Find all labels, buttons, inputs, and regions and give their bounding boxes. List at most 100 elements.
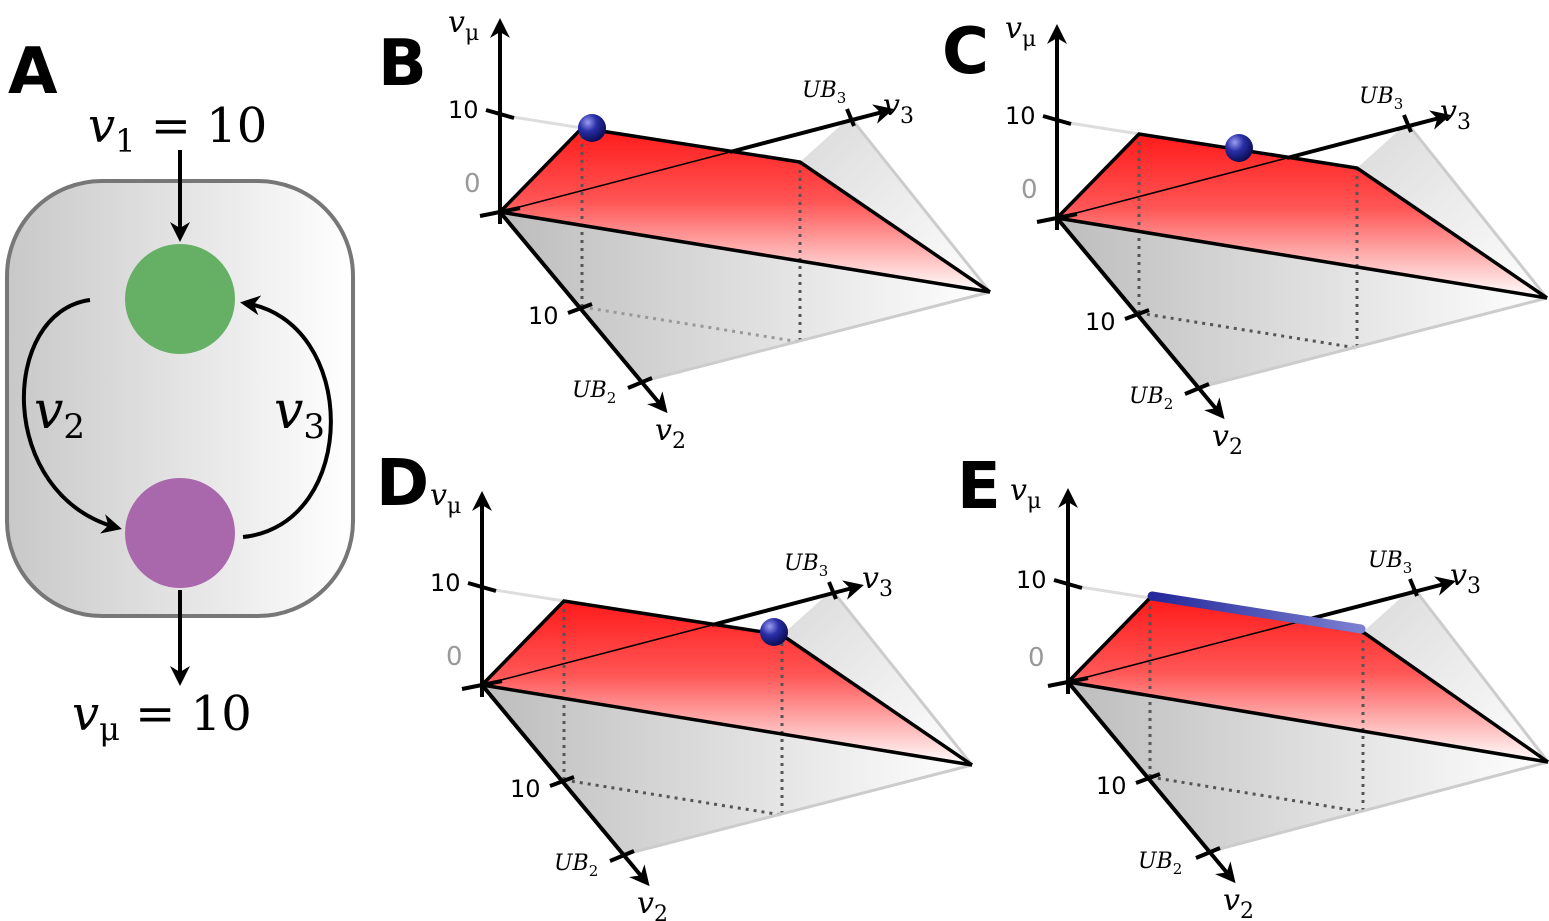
- panel-d: D vμ v2 v3 10 0 10: [376, 447, 974, 921]
- bottom-face: [500, 212, 990, 382]
- polytope-c: vμ v2 v3 10 0 10 UB2 UB3: [1005, 11, 1549, 460]
- vmu-axis-label: vμ: [448, 5, 479, 46]
- v2-tick-ub2: [627, 376, 653, 390]
- v3-axis: [1286, 110, 1451, 160]
- v2-axis: [480, 683, 650, 887]
- edge-ub2: [639, 290, 991, 384]
- vmu-tick-10: [1053, 578, 1083, 590]
- output-flux-label: vμ = 10: [72, 686, 252, 748]
- v2-tick-ub2: [1195, 846, 1221, 860]
- v3-axis-label: v3: [883, 88, 914, 129]
- vmu-tick-10: [485, 108, 515, 120]
- v2-tick-10-label: 10: [1096, 772, 1127, 800]
- v3-axis: [729, 104, 894, 154]
- vmu-axis-label: vμ: [430, 478, 461, 519]
- vmu-axis-label: vμ: [1005, 11, 1036, 52]
- v2-axis-label: v2: [1212, 419, 1243, 460]
- vmu-tick-10-label: 10: [430, 569, 461, 597]
- v3-axis-inner: [499, 151, 731, 213]
- edge-ub2: [1207, 760, 1549, 854]
- v2-axis: [498, 210, 668, 414]
- optimum-point: [760, 618, 788, 646]
- panel-label-a: A: [8, 35, 58, 109]
- flux-v2-label: v2: [34, 381, 85, 447]
- v3-axis: [1297, 576, 1456, 624]
- face-edge: [480, 599, 973, 767]
- v3-axis-inner: [1056, 157, 1288, 219]
- optimal-face: [482, 601, 972, 765]
- edge-ub3: [848, 116, 992, 293]
- panel-label-c: C: [942, 15, 989, 89]
- flux-v2-arrow: [21, 298, 122, 534]
- flux-v3-label: v3: [274, 381, 325, 447]
- metabolite-node-top: [125, 244, 235, 354]
- v3-axis-label: v3: [1450, 558, 1481, 599]
- back-face: [1357, 123, 1547, 298]
- v2-axis-label: v2: [637, 886, 668, 921]
- v3-tick-ub3: [827, 581, 838, 600]
- ub2-label: UB2: [554, 851, 598, 880]
- panel-c: C vμ v2 v3 10 0 10: [942, 11, 1549, 460]
- polytope-e: vμ v2 v3 10 0 10 UB2 UB3: [1010, 473, 1549, 921]
- panel-label-b: B: [378, 27, 427, 101]
- optimal-face: [500, 128, 990, 292]
- ub2-label: UB2: [1138, 849, 1182, 878]
- face-diagonal: [499, 210, 991, 294]
- polytope-b: vμ v2 v3 10 0 10 UB2 UB3: [448, 5, 992, 454]
- ub3-label: UB3: [1359, 84, 1403, 113]
- v2-axis-label: v2: [655, 413, 686, 454]
- v2-tick-ub2: [609, 849, 635, 863]
- panel-label-e: E: [957, 450, 1001, 524]
- bottom-face: [482, 685, 972, 855]
- v3-axis-inner: [1067, 621, 1299, 683]
- vmu-tick-10-label: 10: [1016, 566, 1047, 594]
- bottom-face: [1068, 682, 1548, 852]
- bottom-face: [1057, 218, 1547, 388]
- metabolite-node-bottom: [125, 478, 235, 588]
- input-flux-label: v1 = 10: [88, 98, 267, 160]
- ub2-label: UB2: [1129, 384, 1173, 413]
- back-face: [1363, 587, 1548, 762]
- face-diagonal: [1067, 680, 1549, 764]
- vmu-tick-10-label: 10: [448, 96, 479, 124]
- v2-axis-label: v2: [1223, 883, 1254, 921]
- face-edge: [498, 126, 991, 294]
- vmu-tick-10-label: 10: [1005, 102, 1036, 130]
- ub3-label: UB3: [1368, 548, 1412, 577]
- ub3-label: UB3: [802, 78, 846, 107]
- v3-tick-ub3: [1408, 578, 1419, 597]
- v2-axis: [1055, 216, 1225, 420]
- v2-tick-10-label: 10: [528, 302, 559, 330]
- v3-axis-label: v3: [1440, 94, 1471, 135]
- optimum-point: [578, 114, 606, 142]
- vmu-tick-10: [1042, 114, 1072, 126]
- edge-ub3: [830, 589, 974, 766]
- back-face: [800, 117, 990, 292]
- face-diagonal: [1056, 216, 1548, 300]
- panel-label-d: D: [376, 447, 429, 521]
- v2-tick-10-label: 10: [510, 775, 541, 803]
- optimal-face: [1068, 598, 1548, 762]
- v2-tick-10: [567, 302, 593, 315]
- polytope-d: vμ v2 v3 10 0 10 UB2 UB3: [430, 478, 974, 921]
- edge-ub2: [621, 763, 973, 857]
- v2-axis: [1066, 680, 1236, 884]
- v2-tick-ub2: [1184, 382, 1210, 396]
- panel-a: A v1 = 10 v2 v3 vμ = 10: [5, 35, 355, 748]
- origin-label: 0: [1028, 643, 1045, 673]
- vmu-axis-label: vμ: [1010, 473, 1041, 514]
- v3-tick-ub3: [1402, 114, 1413, 133]
- vmu-tick-10: [467, 581, 497, 593]
- face-diagonal: [481, 683, 973, 767]
- v3-axis-label: v3: [862, 561, 893, 602]
- edge-ub2: [1196, 296, 1548, 390]
- edge-ub3: [1411, 586, 1549, 763]
- origin-label: 0: [1021, 175, 1038, 205]
- back-face: [782, 590, 972, 765]
- panel-b: B: [378, 5, 992, 454]
- origin-label: 0: [464, 169, 481, 199]
- v3-axis-inner: [481, 624, 713, 686]
- optimal-edge: [1147, 591, 1366, 634]
- v2-tick-10: [1124, 308, 1150, 321]
